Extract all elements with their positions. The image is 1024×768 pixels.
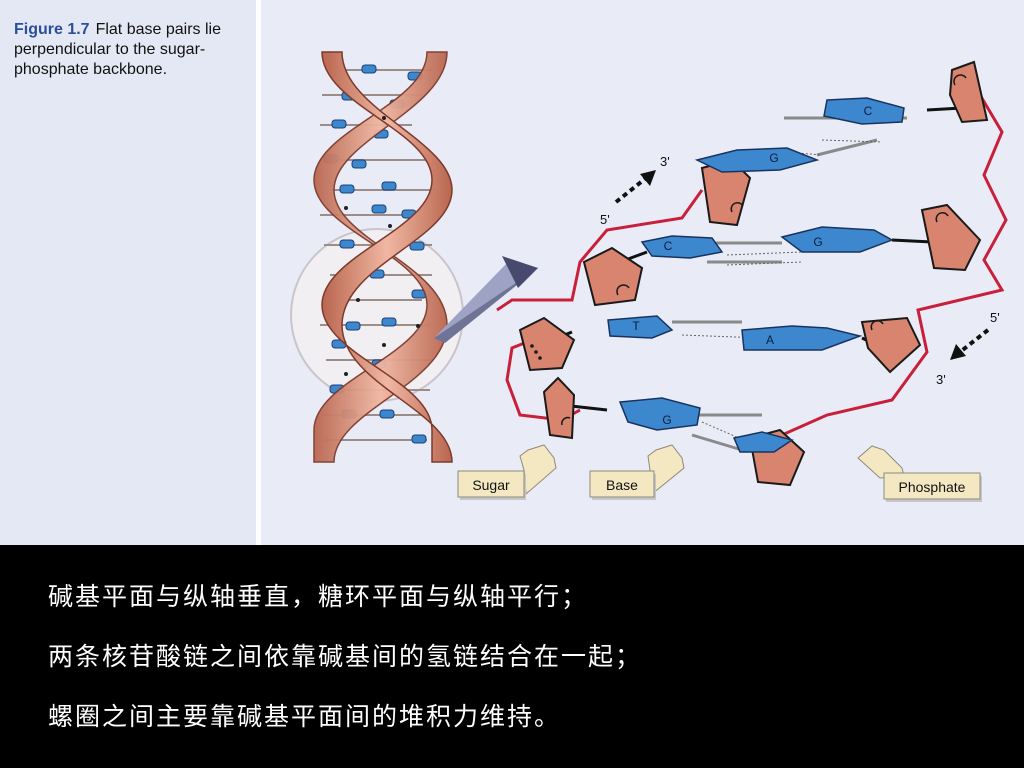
base-plate <box>732 431 794 453</box>
strand-direction-right: 5' 3' <box>936 310 1000 387</box>
magnify-arrow <box>434 256 538 343</box>
left-strand-5prime: 5' <box>600 212 610 227</box>
callout-phosphate-label: Phosphate <box>899 479 966 495</box>
backbone-line <box>496 94 1008 437</box>
callout-phosphate: Phosphate <box>857 445 982 502</box>
note-line-3: 螺圈之间主要靠碱基平面间的堆积力维持。 <box>48 702 562 731</box>
dna-diagram: C G G C T A G 3' 5' 5' 3' <box>290 51 1008 502</box>
sugar-ring <box>518 316 576 372</box>
base-letters: C G G C T A G <box>632 104 872 427</box>
double-helix <box>313 51 453 463</box>
base-plate <box>640 235 724 259</box>
sugar-ring <box>542 376 576 440</box>
base-label-left-1: G <box>769 151 778 165</box>
callout-sugar-label: Sugar <box>472 477 510 493</box>
figure-label: Figure 1.7 <box>14 21 90 38</box>
right-strand-5prime: 5' <box>990 310 1000 325</box>
base-label-left-2: C <box>664 239 673 253</box>
hydrogen-bonds <box>681 139 883 449</box>
sugar-stereo-dots <box>530 344 542 360</box>
base-label-right-3: A <box>766 333 774 347</box>
base-plate <box>607 315 674 339</box>
base-label-right-2: G <box>813 235 822 249</box>
notes-panel: 碱基平面与纵轴垂直，糖环平面与纵轴平行； 两条核苷酸链之间依靠碱基间的氢链结合在… <box>0 545 1024 768</box>
caption-text: Flat base pairs lie perpendicular to the… <box>14 21 221 78</box>
base-plate <box>694 147 820 173</box>
strand-direction-left: 3' 5' <box>600 154 670 227</box>
sugars <box>518 60 989 487</box>
sugar-ring <box>920 203 982 272</box>
left-strand-3prime: 3' <box>660 154 670 169</box>
note-line-2: 两条核苷酸链之间依靠碱基间的氢链结合在一起； <box>48 642 643 671</box>
base-plate <box>823 97 905 125</box>
helix-ribbon-front <box>321 51 453 463</box>
base-label-left-3: T <box>632 319 640 333</box>
callout-base: Base <box>589 444 685 500</box>
helix-ribbon-back <box>313 51 448 463</box>
base-label-right-1: C <box>864 104 873 118</box>
callout-sugar: Sugar <box>457 444 557 500</box>
sugar-ring <box>860 316 922 374</box>
base-label-left-4: G <box>662 413 671 427</box>
helix-dots <box>344 116 420 376</box>
bases <box>607 97 905 453</box>
note-line-1: 碱基平面与纵轴垂直，糖环平面与纵轴平行； <box>48 582 589 611</box>
sugar-ring <box>582 246 644 307</box>
base-plate <box>780 226 894 253</box>
callout-base-label: Base <box>606 477 638 493</box>
base-plate <box>618 397 701 431</box>
base-plate <box>741 325 863 351</box>
right-strand-3prime: 3' <box>936 372 946 387</box>
sugar-ring <box>948 60 989 124</box>
